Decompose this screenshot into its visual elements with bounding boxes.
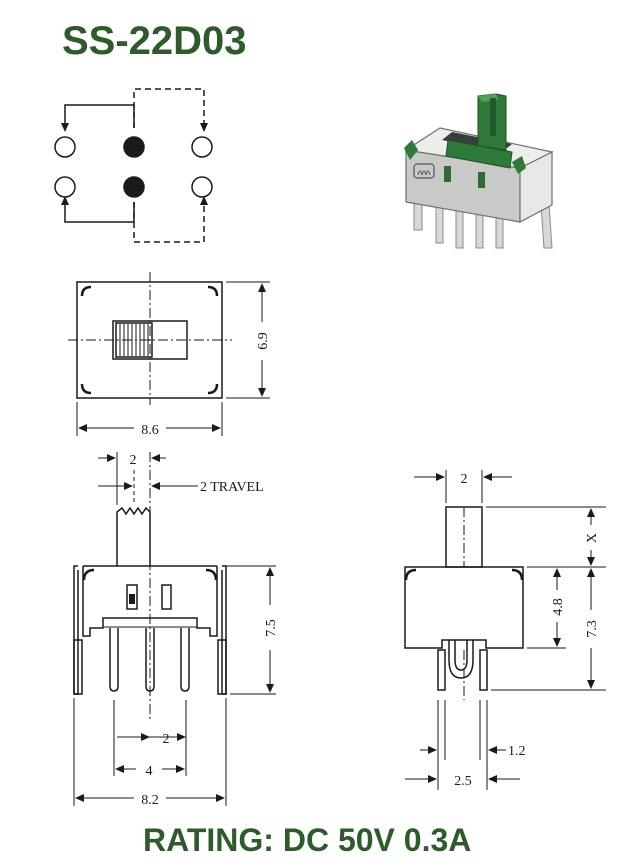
- dim-pin-span: 4: [146, 764, 153, 779]
- dim-side-body-height: 4.8: [551, 598, 566, 616]
- dim-side-x: X: [585, 533, 600, 543]
- side-view: [404, 470, 606, 790]
- dim-pin-thickness: 1.2: [508, 744, 526, 759]
- front-view: [73, 452, 276, 806]
- dim-front-width: 8.2: [141, 793, 159, 808]
- part-title: SS-22D03: [62, 19, 247, 63]
- switch-schematic-icon: [54, 88, 213, 243]
- dim-top-width: 8.6: [141, 423, 159, 438]
- dim-lever-width: 2: [130, 453, 137, 468]
- dim-travel: 2 TRAVEL: [200, 480, 264, 495]
- top-view: [68, 272, 270, 436]
- rating-label: RATING: DC 50V 0.3A: [143, 822, 471, 858]
- dim-side-lever-width: 2: [461, 472, 468, 487]
- dim-pin-spacing: 2.5: [454, 774, 472, 789]
- dim-top-height: 6.9: [256, 332, 271, 350]
- slide-switch-3d-icon: [404, 93, 554, 249]
- dim-side-total-height: 7.3: [585, 620, 600, 638]
- dim-front-height: 7.5: [264, 619, 279, 637]
- dim-pin-pitch: 2: [163, 732, 170, 747]
